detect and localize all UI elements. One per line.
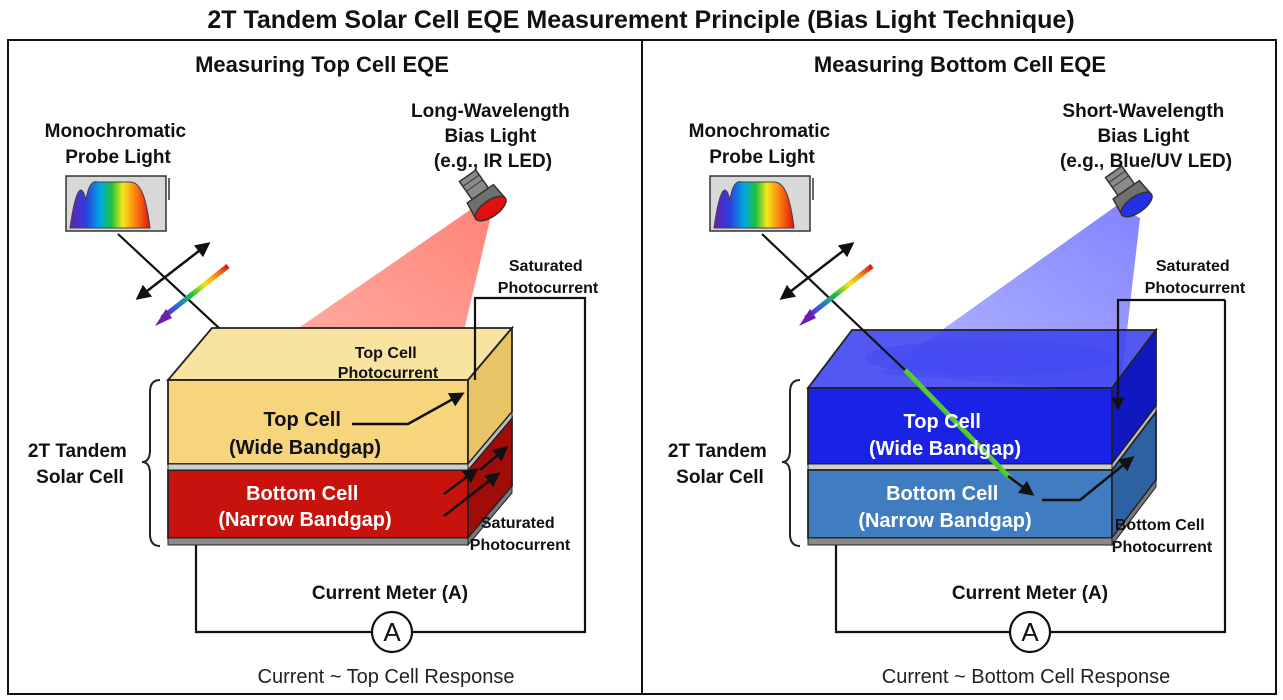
device-bracket bbox=[141, 379, 161, 547]
bottom-cell-label: Bottom Cell (Narrow Bandgap) bbox=[218, 483, 391, 531]
top-cell-surface bbox=[806, 329, 1158, 389]
bias-label: Short-Wavelength Bias Light (e.g., Blue/… bbox=[1060, 101, 1232, 172]
led-icon bbox=[458, 169, 507, 222]
ammeter-icon bbox=[370, 610, 414, 654]
probe-beam-in-cell bbox=[903, 368, 1012, 480]
panel-right-frame bbox=[641, 39, 1277, 695]
top-cell-label: Top Cell (Wide Bandgap) bbox=[229, 409, 381, 459]
bias-label: Long-Wavelength Bias Light (e.g., IR LED… bbox=[411, 101, 575, 172]
bottom-cell-label: Bottom Cell (Narrow Bandgap) bbox=[858, 483, 1031, 532]
meter-label: Current Meter (A) bbox=[312, 583, 468, 604]
probe-label: Monochromatic Probe Light bbox=[689, 121, 836, 168]
ammeter-icon bbox=[1008, 610, 1052, 654]
wavelength-arrow bbox=[799, 264, 874, 326]
led-lens bbox=[474, 195, 507, 222]
panel-heading: Measuring Bottom Cell EQE bbox=[814, 52, 1106, 77]
response-text: Current ~ Top Cell Response bbox=[258, 666, 515, 688]
polarization-arrow bbox=[779, 242, 855, 300]
meter-label: Current Meter (A) bbox=[952, 583, 1108, 604]
tandem-cell-stack bbox=[166, 325, 514, 547]
saturated-label-upper: Saturated Photocurrent bbox=[498, 258, 599, 297]
main-title: 2T Tandem Solar Cell EQE Measurement Pri… bbox=[207, 6, 1074, 34]
ammeter-symbol: A bbox=[383, 617, 401, 647]
circuit-wire bbox=[194, 296, 587, 634]
saturated-label-upper: Saturated Photocurrent bbox=[1145, 258, 1246, 297]
panel-heading: Measuring Top Cell EQE bbox=[195, 52, 449, 77]
led-lens bbox=[1120, 191, 1153, 218]
bottom-current-arrow-2 bbox=[443, 472, 501, 517]
top-surface-label: Top Cell Photocurrent bbox=[338, 345, 439, 382]
bottom-current-arrow-1 bbox=[443, 468, 479, 495]
top-current-arrow bbox=[352, 392, 465, 426]
panel-top-cell: Measuring Top Cell EQE Monochromatic Pro… bbox=[28, 52, 599, 688]
led-icon bbox=[1104, 165, 1153, 218]
polarization-arrow bbox=[135, 242, 211, 300]
probe-label: Monochromatic Probe Light bbox=[45, 121, 192, 168]
top-cell-label: Top Cell (Wide Bandgap) bbox=[869, 411, 1021, 460]
probe-beam bbox=[761, 233, 906, 371]
spectrum-icon bbox=[65, 175, 170, 232]
device-bracket bbox=[781, 379, 801, 547]
device-label: 2T Tandem Solar Cell bbox=[668, 441, 772, 488]
circuit-wire bbox=[834, 300, 1227, 634]
bottom-cell-front bbox=[807, 469, 1113, 539]
response-text: Current ~ Bottom Cell Response bbox=[882, 666, 1170, 688]
saturated-current-arrow bbox=[1111, 298, 1225, 411]
saturated-label-lower: Saturated Photocurrent bbox=[470, 515, 571, 554]
spectrum-icon bbox=[709, 175, 814, 232]
bottom-current-arrow bbox=[1042, 456, 1135, 502]
wavelength-arrow bbox=[155, 264, 230, 326]
ammeter-symbol: A bbox=[1021, 617, 1039, 647]
bottom-current-arrow-3 bbox=[479, 446, 509, 471]
probe-arrow-tip bbox=[1007, 475, 1035, 496]
bottom-cell-photocurrent-label: Bottom Cell Photocurrent bbox=[1112, 517, 1213, 556]
panel-bottom-cell: Measuring Bottom Cell EQE Monochromatic … bbox=[668, 52, 1246, 688]
device-label: 2T Tandem Solar Cell bbox=[28, 441, 132, 488]
